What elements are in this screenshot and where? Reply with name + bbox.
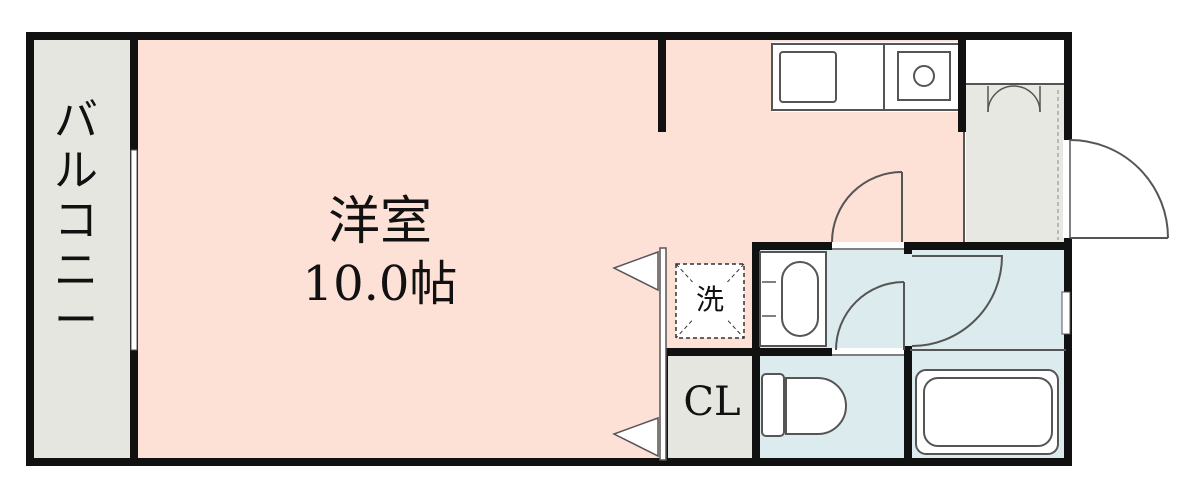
washer-label: 洗 bbox=[695, 283, 724, 316]
bath-window bbox=[1061, 291, 1071, 335]
room-door-swing bbox=[831, 171, 903, 243]
toilet-tank bbox=[761, 373, 785, 437]
closet-label: CL bbox=[683, 379, 741, 425]
balcony-area bbox=[34, 40, 134, 458]
toilet-door-gap bbox=[832, 348, 904, 356]
closet-door-upper bbox=[612, 250, 659, 292]
balcony-label: バルコニー bbox=[54, 95, 98, 346]
bath-door-gap bbox=[904, 254, 912, 346]
washbasin bbox=[781, 261, 819, 337]
closet-door-lower bbox=[612, 416, 659, 458]
washer-label-bg bbox=[690, 282, 730, 320]
balcony-window bbox=[130, 149, 138, 351]
washroom-door-gap bbox=[832, 242, 904, 250]
entrance-shoebox-area bbox=[966, 42, 1064, 82]
stove-burner bbox=[913, 65, 935, 87]
stove bbox=[897, 51, 951, 101]
entrance-area bbox=[966, 84, 1064, 244]
entrance-door-swing bbox=[1069, 139, 1169, 239]
bathtub-inner bbox=[923, 377, 1053, 447]
closet-partition bbox=[659, 247, 667, 461]
bath-door-swing bbox=[911, 255, 1004, 347]
entrance-door-gap bbox=[1063, 140, 1073, 238]
sink bbox=[779, 51, 837, 103]
washroom-door-swing bbox=[835, 281, 905, 351]
toilet-bowl bbox=[785, 377, 847, 435]
room-name-label: 洋室 bbox=[327, 192, 432, 252]
closet-area bbox=[668, 352, 756, 458]
room-size-label: 10.0帖 bbox=[302, 256, 458, 312]
